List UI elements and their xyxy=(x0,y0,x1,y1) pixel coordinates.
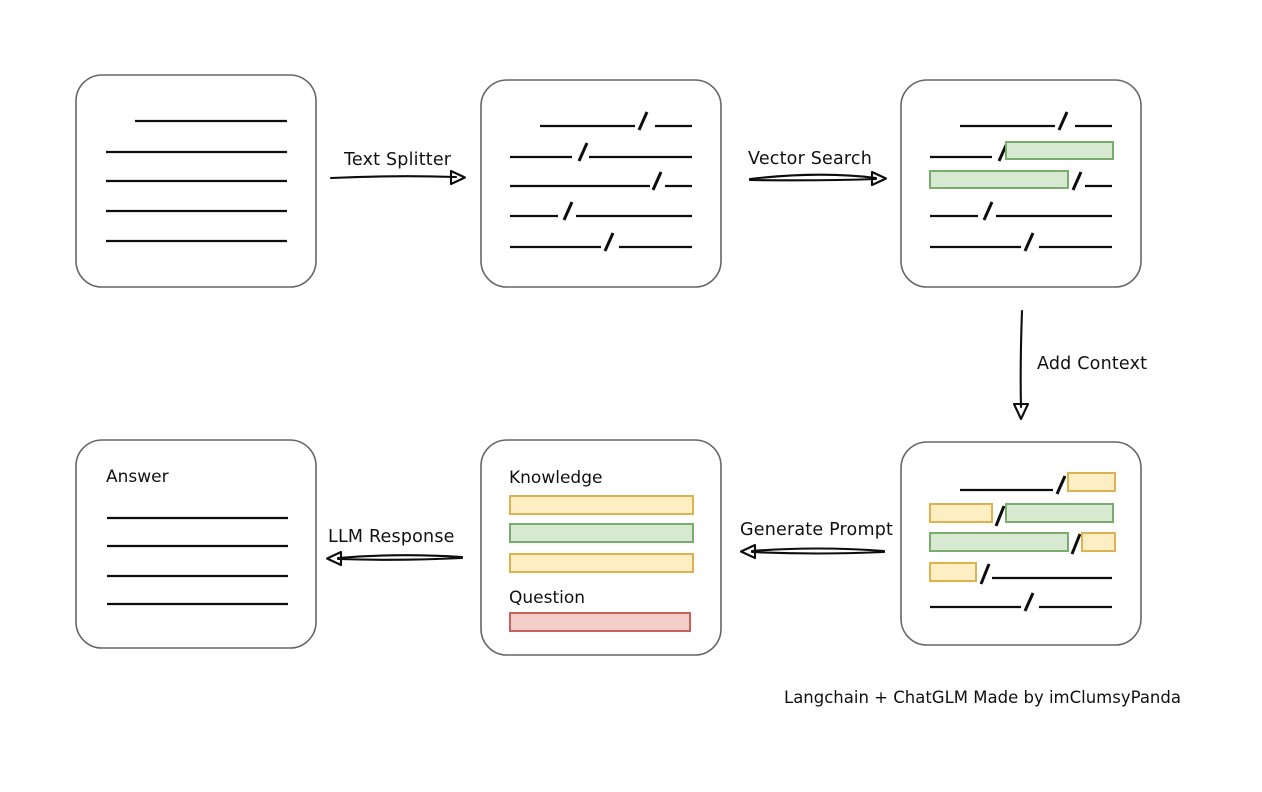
arrow-label-vector-search: Vector Search xyxy=(748,149,872,169)
slash-separator xyxy=(1055,475,1067,495)
footer-credit: Langchain + ChatGLM Made by imClumsyPand… xyxy=(784,688,1181,707)
arrow-label-add-context: Add Context xyxy=(1037,354,1147,374)
slash-separator xyxy=(994,505,1006,527)
card-context-document[interactable] xyxy=(900,441,1142,646)
knowledge-bars xyxy=(509,495,694,573)
arrow-head-icon xyxy=(1012,402,1030,421)
arrow-generate-prompt: Generate Prompt xyxy=(739,520,893,560)
arrow-shaft-secondary xyxy=(748,177,878,182)
knowledge-bar-green xyxy=(509,523,694,543)
context-chunk-yellow xyxy=(929,503,993,523)
slash-separator xyxy=(1023,232,1035,252)
arrow-shaft xyxy=(329,175,458,180)
context-chunk-yellow xyxy=(1067,472,1116,492)
arrow-vector-search: Vector Search xyxy=(748,149,888,187)
arrow-head-icon xyxy=(325,550,343,567)
arrow-shaft xyxy=(336,554,464,560)
slash-separator xyxy=(651,171,663,191)
arrow-shaft xyxy=(750,547,886,553)
knowledge-bar-yellow xyxy=(509,495,694,515)
context-chunk-yellow xyxy=(1081,532,1116,552)
slash-separator xyxy=(603,232,615,252)
knowledge-label: Knowledge xyxy=(509,468,602,488)
slash-separator xyxy=(1023,592,1035,612)
slash-separator xyxy=(982,201,994,221)
answer-lines xyxy=(107,516,288,606)
card-prompt[interactable]: Knowledge Question xyxy=(480,439,722,656)
slash-separator xyxy=(1057,111,1069,131)
answer-card-frame xyxy=(75,439,317,649)
slash-separator xyxy=(979,563,991,585)
prompt-card-frame xyxy=(480,439,722,656)
arrow-label-generate-prompt: Generate Prompt xyxy=(740,520,893,540)
arrow-llm-response: LLM Response xyxy=(325,527,464,567)
arrow-label-llm-response: LLM Response xyxy=(328,527,455,547)
context-chunk-yellow xyxy=(929,562,977,582)
arrow-shaft-secondary xyxy=(750,550,886,555)
slash-separator xyxy=(562,201,574,221)
card-source-document[interactable] xyxy=(75,74,317,288)
arrow-head-icon xyxy=(739,543,757,560)
context-chunk-green xyxy=(1005,503,1114,523)
knowledge-bar-yellow xyxy=(509,553,694,573)
slash-separator xyxy=(637,111,649,131)
slash-separator xyxy=(1070,533,1082,555)
arrow-head-icon xyxy=(449,169,467,186)
question-bar-red xyxy=(509,612,691,632)
split-document-rows xyxy=(510,111,692,252)
card-split-document[interactable] xyxy=(480,79,722,288)
arrow-label-text-splitter: Text Splitter xyxy=(343,150,452,170)
arrow-add-context: Add Context xyxy=(1012,309,1147,421)
split-document-frame xyxy=(480,79,722,288)
retrieved-chunk-green xyxy=(1005,141,1114,160)
question-bars xyxy=(509,612,691,632)
arrow-shaft xyxy=(1019,309,1024,409)
source-document-lines xyxy=(106,119,287,243)
answer-title: Answer xyxy=(106,467,169,487)
arrow-head-icon xyxy=(870,170,888,187)
arrow-shaft xyxy=(748,173,878,181)
slash-separator xyxy=(577,142,589,162)
matched-document-rows xyxy=(929,111,1114,252)
slash-separator xyxy=(1071,171,1083,191)
context-document-rows xyxy=(929,472,1116,612)
context-chunk-green xyxy=(929,532,1069,552)
card-matched-document[interactable] xyxy=(900,79,1142,288)
question-label: Question xyxy=(509,588,585,608)
retrieved-chunk-green xyxy=(929,170,1069,189)
arrow-text-splitter: Text Splitter xyxy=(329,150,467,186)
arrow-shaft-secondary xyxy=(336,556,464,561)
card-answer[interactable]: Answer xyxy=(75,439,317,649)
